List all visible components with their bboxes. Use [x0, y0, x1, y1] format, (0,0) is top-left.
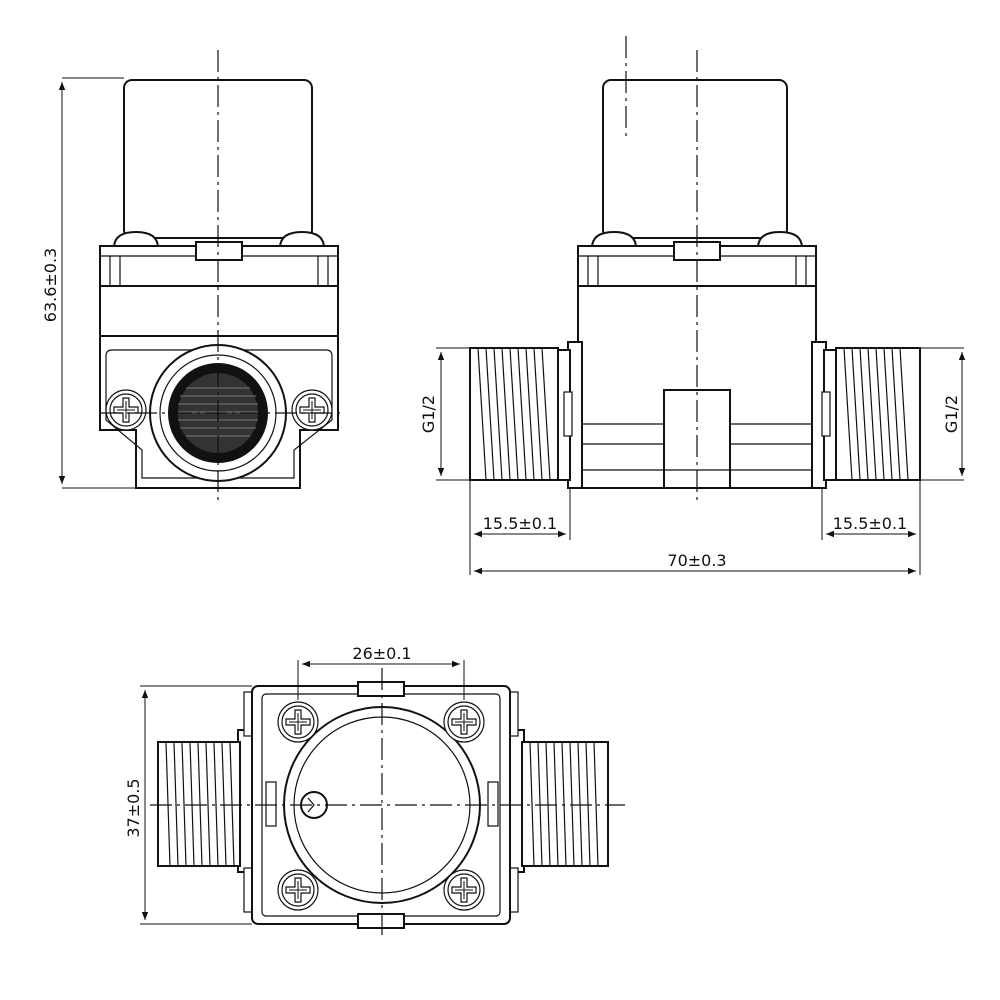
- thread-right-label: G1/2: [942, 395, 961, 433]
- side-view: [436, 36, 966, 575]
- port-length-left-label: 15.5±0.1: [483, 514, 557, 533]
- top-view: [140, 660, 625, 940]
- body-width-label: 37±0.5: [124, 778, 143, 837]
- hole-spacing-label: 26±0.1: [352, 644, 411, 663]
- overall-length-label: 70±0.3: [667, 551, 726, 570]
- front-view: [58, 50, 345, 505]
- port-length-right-label: 15.5±0.1: [833, 514, 907, 533]
- thread-left-label: G1/2: [419, 395, 438, 433]
- height-dimension-label: 63.6±0.3: [41, 248, 60, 322]
